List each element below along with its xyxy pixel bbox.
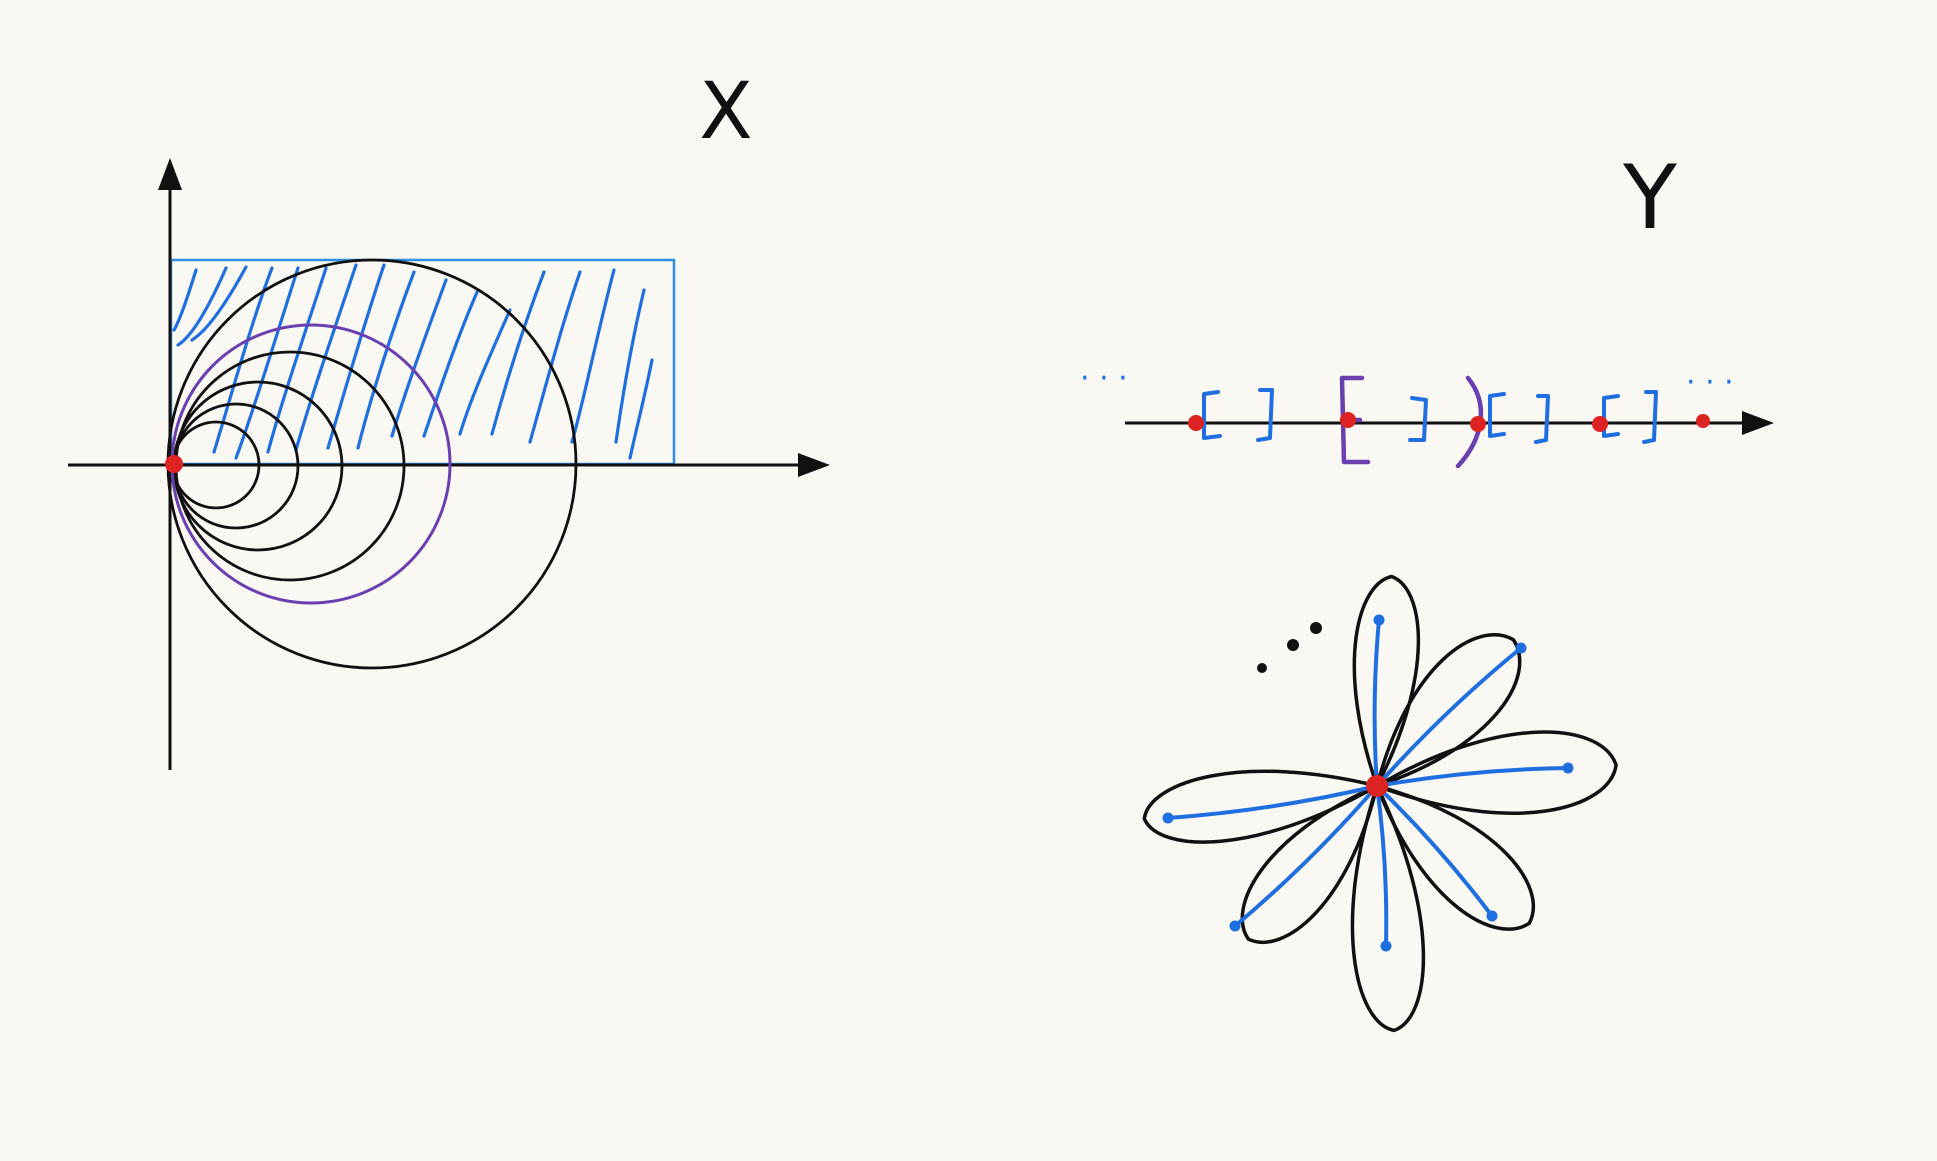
- line-point: [1188, 415, 1204, 431]
- spoke-endpoint: [1229, 920, 1241, 932]
- flower-spoke: [1375, 784, 1389, 948]
- hatch-stroke: [234, 266, 300, 460]
- label-y: Y: [1622, 146, 1677, 249]
- hatch-stroke: [528, 270, 582, 444]
- flower-petal: [1376, 730, 1618, 815]
- number-line-arrowhead: [1742, 411, 1774, 435]
- ellipsis-dot: [1257, 663, 1267, 673]
- flower-petal: [1240, 784, 1379, 945]
- hatch-stroke: [326, 263, 386, 450]
- flower-ellipsis: [1257, 622, 1322, 673]
- ellipsis-left: · · ·: [1080, 361, 1128, 396]
- spoke-endpoint: [1373, 614, 1385, 626]
- hatch-stroke: [172, 268, 198, 332]
- interval-bracket-right: [1256, 388, 1274, 442]
- hatch-stroke: [614, 288, 646, 444]
- hatching: [172, 263, 654, 460]
- flower-spoke: [1166, 784, 1379, 820]
- flower-center: [1366, 775, 1388, 797]
- origin-point: [165, 455, 183, 473]
- flower-petal: [1375, 633, 1522, 788]
- axes: [68, 158, 830, 770]
- interval-bracket-left: [1602, 394, 1620, 438]
- line-point: [1470, 416, 1486, 432]
- spoke-endpoint: [1380, 940, 1392, 952]
- flower-spokes: [1162, 614, 1574, 952]
- flower-petal: [1375, 784, 1536, 931]
- hatch-stroke: [490, 270, 546, 436]
- flower-petal: [1352, 574, 1421, 787]
- left-figure: X: [68, 67, 830, 770]
- interval-bracket-right: [1642, 390, 1658, 444]
- label-x: X: [699, 67, 752, 157]
- hatch-stroke: [422, 288, 480, 438]
- hatch-stroke: [266, 266, 328, 454]
- hatch-stroke: [356, 270, 416, 450]
- right-bottom-figure: [1142, 574, 1618, 1033]
- x-axis-arrowhead: [798, 453, 830, 477]
- hatch-stroke: [628, 358, 654, 460]
- intervals: [1202, 388, 1658, 444]
- ellipsis-dot: [1310, 622, 1322, 634]
- hatch-stroke: [570, 268, 616, 444]
- line-point: [1592, 416, 1608, 432]
- flower-petal: [1142, 769, 1378, 844]
- y-axis-arrowhead: [158, 158, 182, 190]
- flower-spoke: [1233, 784, 1379, 928]
- spoke-endpoint: [1162, 812, 1174, 824]
- hatch-stroke: [190, 265, 248, 342]
- spoke-endpoint: [1515, 642, 1527, 654]
- flower-spoke: [1375, 784, 1494, 918]
- flower-petals: [1142, 574, 1618, 1033]
- line-point: [1340, 412, 1356, 428]
- flower-spoke: [1372, 618, 1381, 788]
- hatch-stroke: [176, 266, 228, 347]
- flower-spoke: [1375, 646, 1523, 788]
- interval-bracket-right: [1534, 394, 1550, 444]
- right-top-figure: Y · · · · · ·: [1080, 146, 1774, 469]
- interval-bracket-left: [1488, 392, 1506, 438]
- hatch-stroke: [390, 278, 448, 438]
- spoke-endpoint: [1562, 762, 1574, 774]
- interval-bracket-left: [1202, 390, 1222, 440]
- spoke-endpoint: [1486, 910, 1498, 922]
- line-point: [1696, 414, 1710, 428]
- line-points: [1188, 412, 1710, 432]
- hatch-stroke: [212, 266, 274, 454]
- ellipsis-dot: [1287, 639, 1299, 651]
- flower-spoke: [1375, 766, 1570, 788]
- interval-bracket-right: [1408, 396, 1428, 442]
- hatch-stroke: [458, 308, 512, 436]
- flower-petal: [1350, 785, 1426, 1033]
- hatch-stroke: [294, 263, 358, 452]
- ellipsis-right: · · ·: [1686, 365, 1734, 400]
